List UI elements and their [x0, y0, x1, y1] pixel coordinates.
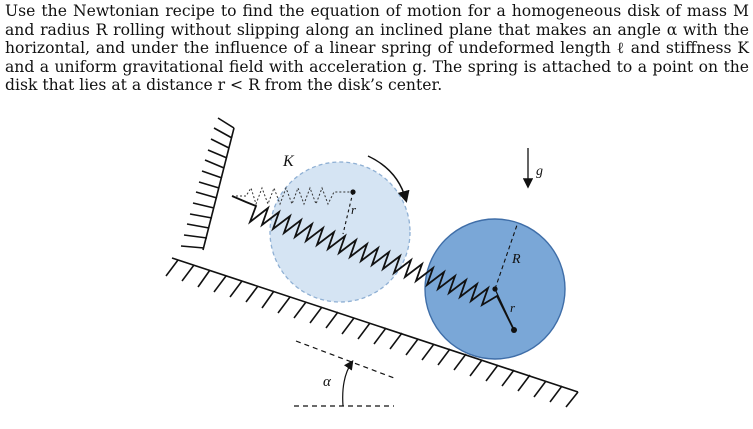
gravity-label: g: [536, 164, 543, 179]
initial-offset-line: [342, 191, 354, 235]
spring: [231, 195, 515, 331]
wall-hatching: [180, 117, 235, 251]
stiffness-label: K: [282, 153, 295, 170]
offset-label: r: [510, 300, 516, 315]
radius-line: [494, 224, 518, 290]
initial-offset-label: r: [351, 202, 357, 217]
angle-arc: [342, 360, 354, 407]
radius-label: R: [511, 252, 521, 267]
initial-disk-outline: [269, 161, 411, 303]
incline-hatching: [165, 257, 579, 408]
angle-label: α: [323, 374, 332, 390]
attachment-point: [511, 327, 517, 333]
offset-line: [494, 288, 515, 331]
rolling-direction-arrow: [367, 155, 410, 203]
problem-statement: Use the Newtonian recipe to find the equ…: [5, 2, 749, 94]
initial-spring: [232, 186, 352, 206]
incline-reference: [295, 340, 395, 379]
